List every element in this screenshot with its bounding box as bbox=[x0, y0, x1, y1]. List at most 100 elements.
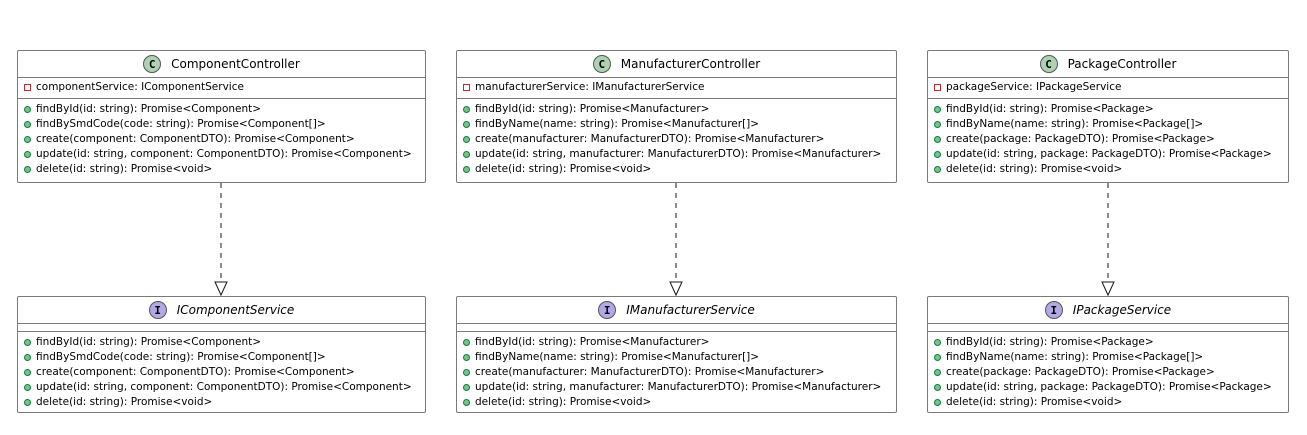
method-text: delete(id: string): Promise<void> bbox=[946, 163, 1123, 175]
class-stereotype-icon: C bbox=[1039, 55, 1058, 73]
method-row: update(id: string, manufacturer: Manufac… bbox=[457, 380, 896, 395]
class-name: PackageController bbox=[1067, 57, 1177, 71]
interface-package-service[interactable]: I IPackageService findById(id: string): … bbox=[927, 296, 1289, 413]
public-visibility-icon bbox=[463, 384, 470, 391]
method-row: findBySmdCode(code: string): Promise<Com… bbox=[18, 350, 425, 365]
public-visibility-icon bbox=[934, 369, 941, 376]
public-visibility-icon bbox=[934, 339, 941, 346]
public-visibility-icon bbox=[934, 384, 941, 391]
method-row: findByName(name: string): Promise<Packag… bbox=[928, 350, 1288, 365]
public-visibility-icon bbox=[463, 369, 470, 376]
interface-header: I IComponentService bbox=[18, 297, 425, 324]
method-text: findBySmdCode(code: string): Promise<Com… bbox=[36, 118, 326, 130]
field-text: packageService: IPackageService bbox=[946, 81, 1122, 93]
method-row: update(id: string, package: PackageDTO):… bbox=[928, 147, 1288, 162]
method-text: update(id: string, package: PackageDTO):… bbox=[946, 148, 1272, 160]
method-text: findById(id: string): Promise<Package> bbox=[946, 103, 1154, 115]
public-visibility-icon bbox=[24, 369, 31, 376]
class-stereotype-icon: C bbox=[143, 55, 162, 73]
method-row: findById(id: string): Promise<Component> bbox=[18, 335, 425, 350]
method-text: findById(id: string): Promise<Component> bbox=[36, 103, 262, 115]
method-row: delete(id: string): Promise<void> bbox=[928, 162, 1288, 177]
method-text: update(id: string, component: ComponentD… bbox=[36, 148, 412, 160]
class-name: ComponentController bbox=[171, 57, 300, 71]
interface-name: IManufacturerService bbox=[626, 303, 755, 317]
method-row: create(manufacturer: ManufacturerDTO): P… bbox=[457, 365, 896, 380]
method-text: findById(id: string): Promise<Manufactur… bbox=[475, 336, 710, 348]
method-row: findById(id: string): Promise<Package> bbox=[928, 335, 1288, 350]
method-row: findById(id: string): Promise<Manufactur… bbox=[457, 102, 896, 117]
interface-manufacturer-service[interactable]: I IManufacturerService findById(id: stri… bbox=[456, 296, 897, 413]
interface-header: I IPackageService bbox=[928, 297, 1288, 324]
private-visibility-icon bbox=[463, 84, 470, 91]
field-text: manufacturerService: IManufacturerServic… bbox=[475, 81, 705, 93]
class-stereotype-icon: C bbox=[592, 55, 611, 73]
public-visibility-icon bbox=[934, 399, 941, 406]
class-methods: findById(id: string): Promise<Manufactur… bbox=[457, 99, 896, 178]
method-text: findById(id: string): Promise<Package> bbox=[946, 336, 1154, 348]
method-row: delete(id: string): Promise<void> bbox=[18, 395, 425, 410]
method-text: create(package: PackageDTO): Promise<Pac… bbox=[946, 366, 1215, 378]
method-text: delete(id: string): Promise<void> bbox=[475, 163, 652, 175]
class-manufacturer-controller[interactable]: C ManufacturerController manufacturerSer… bbox=[456, 50, 897, 183]
public-visibility-icon bbox=[934, 151, 941, 158]
field-row: componentService: IComponentService bbox=[18, 80, 425, 95]
method-text: findByName(name: string): Promise<Manufa… bbox=[475, 351, 760, 363]
private-visibility-icon bbox=[24, 84, 31, 91]
method-text: findById(id: string): Promise<Component> bbox=[36, 336, 262, 348]
class-fields: packageService: IPackageService bbox=[928, 78, 1288, 99]
public-visibility-icon bbox=[463, 151, 470, 158]
method-row: create(component: ComponentDTO): Promise… bbox=[18, 365, 425, 380]
interface-methods: findById(id: string): Promise<Manufactur… bbox=[457, 332, 896, 411]
class-package-controller[interactable]: C PackageController packageService: IPac… bbox=[927, 50, 1289, 183]
interface-stereotype-icon: I bbox=[148, 301, 167, 319]
public-visibility-icon bbox=[24, 339, 31, 346]
method-row: findByName(name: string): Promise<Packag… bbox=[928, 117, 1288, 132]
method-row: create(package: PackageDTO): Promise<Pac… bbox=[928, 365, 1288, 380]
method-text: findBySmdCode(code: string): Promise<Com… bbox=[36, 351, 326, 363]
method-text: create(manufacturer: ManufacturerDTO): P… bbox=[475, 366, 825, 378]
interface-stereotype-icon: I bbox=[1044, 301, 1063, 319]
class-name: ManufacturerController bbox=[620, 57, 761, 71]
method-row: create(manufacturer: ManufacturerDTO): P… bbox=[457, 132, 896, 147]
public-visibility-icon bbox=[463, 339, 470, 346]
class-header: C ManufacturerController bbox=[457, 51, 896, 78]
field-row: packageService: IPackageService bbox=[928, 80, 1288, 95]
method-row: delete(id: string): Promise<void> bbox=[457, 395, 896, 410]
class-fields: componentService: IComponentService bbox=[18, 78, 425, 99]
method-row: delete(id: string): Promise<void> bbox=[18, 162, 425, 177]
public-visibility-icon bbox=[463, 121, 470, 128]
method-text: update(id: string, manufacturer: Manufac… bbox=[475, 381, 882, 393]
method-text: create(package: PackageDTO): Promise<Pac… bbox=[946, 133, 1215, 145]
relation-manufacturer-arrowhead bbox=[669, 281, 683, 297]
class-component-controller[interactable]: C ComponentController componentService: … bbox=[17, 50, 426, 183]
method-text: delete(id: string): Promise<void> bbox=[36, 163, 213, 175]
method-text: findById(id: string): Promise<Manufactur… bbox=[475, 103, 710, 115]
interface-stereotype-icon: I bbox=[598, 301, 617, 319]
public-visibility-icon bbox=[463, 166, 470, 173]
public-visibility-icon bbox=[24, 136, 31, 143]
public-visibility-icon bbox=[934, 121, 941, 128]
method-text: create(component: ComponentDTO): Promise… bbox=[36, 366, 355, 378]
interface-name: IPackageService bbox=[1072, 303, 1172, 317]
public-visibility-icon bbox=[24, 121, 31, 128]
method-row: findById(id: string): Promise<Package> bbox=[928, 102, 1288, 117]
public-visibility-icon bbox=[463, 106, 470, 113]
public-visibility-icon bbox=[934, 166, 941, 173]
interface-fields bbox=[928, 324, 1288, 332]
interface-component-service[interactable]: I IComponentService findById(id: string)… bbox=[17, 296, 426, 413]
public-visibility-icon bbox=[934, 136, 941, 143]
interface-fields bbox=[18, 324, 425, 332]
method-row: update(id: string, manufacturer: Manufac… bbox=[457, 147, 896, 162]
public-visibility-icon bbox=[24, 106, 31, 113]
class-fields: manufacturerService: IManufacturerServic… bbox=[457, 78, 896, 99]
method-text: delete(id: string): Promise<void> bbox=[36, 396, 213, 408]
interface-methods: findById(id: string): Promise<Component>… bbox=[18, 332, 425, 411]
public-visibility-icon bbox=[463, 354, 470, 361]
class-methods: findById(id: string): Promise<Package> f… bbox=[928, 99, 1288, 178]
public-visibility-icon bbox=[24, 354, 31, 361]
method-row: findByName(name: string): Promise<Manufa… bbox=[457, 117, 896, 132]
method-row: findById(id: string): Promise<Component> bbox=[18, 102, 425, 117]
method-row: findById(id: string): Promise<Manufactur… bbox=[457, 335, 896, 350]
